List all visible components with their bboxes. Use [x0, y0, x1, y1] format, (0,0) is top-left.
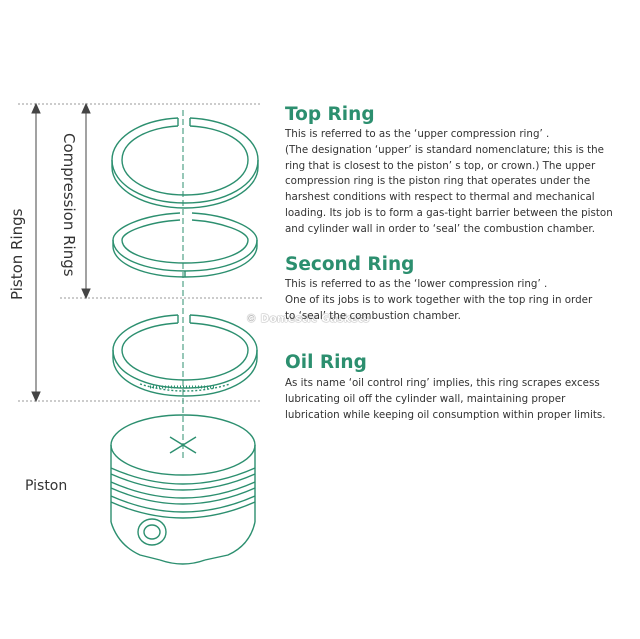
second-ring-line: This is referred to as the ‘lower compre… — [285, 278, 548, 290]
dimension-arrows — [31, 102, 91, 403]
top-ring-drawing — [111, 117, 259, 209]
top-ring-description: This is referred to as the ‘upper compre… — [285, 127, 635, 238]
top-ring-line: This is referred to as the ‘upper compre… — [285, 128, 550, 140]
piston-drawing — [110, 414, 256, 565]
oil-ring-title: Oil Ring — [285, 352, 367, 373]
piston-label: Piston — [25, 478, 68, 494]
second-ring-line: to ‘seal’ the combustion chamber. — [285, 309, 461, 322]
guide-lines — [18, 103, 262, 402]
second-ring-drawing — [112, 212, 258, 278]
top-ring-line: (The designation ‘upper’ is standard nom… — [285, 143, 604, 156]
second-ring-title: Second Ring — [285, 254, 415, 275]
oil-ring-line: lubrication while keeping oil consumptio… — [285, 408, 606, 421]
second-ring-description: This is referred to as the ‘lower compre… — [285, 277, 635, 324]
top-ring-title: Top Ring — [285, 104, 375, 125]
top-ring-line: and cylinder wall in order to ‘seal’ the… — [285, 222, 595, 235]
second-ring-line: One of its jobs is to work together with… — [285, 293, 593, 306]
oil-ring-description: As its name ‘oil control ring’ implies, … — [285, 376, 635, 423]
top-ring-line: harshest conditions with respect to ther… — [285, 191, 595, 204]
compression-rings-arrow-head-bottom — [81, 288, 91, 300]
piston-rings-arrow-head-bottom — [31, 391, 41, 403]
compression-rings-label: Compression Rings — [60, 133, 78, 277]
compression-rings-arrow-head-top — [81, 102, 91, 114]
oil-ring-line: lubricating oil off the cylinder wall, m… — [285, 392, 566, 405]
top-ring-line: ring that is closest to the piston’ s to… — [285, 159, 596, 172]
piston-rings-label: Piston Rings — [8, 208, 26, 300]
top-ring-line: loading. Its job is to form a gas-tight … — [285, 206, 613, 219]
oil-ring-drawing — [112, 314, 258, 397]
watermark-text: © Domestic Gaskets — [246, 313, 370, 325]
oil-ring-line: As its name ‘oil control ring’ implies, … — [285, 377, 600, 389]
piston-rings-arrow-head-top — [31, 102, 41, 114]
top-ring-line: compression ring is the piston ring that… — [285, 175, 591, 188]
